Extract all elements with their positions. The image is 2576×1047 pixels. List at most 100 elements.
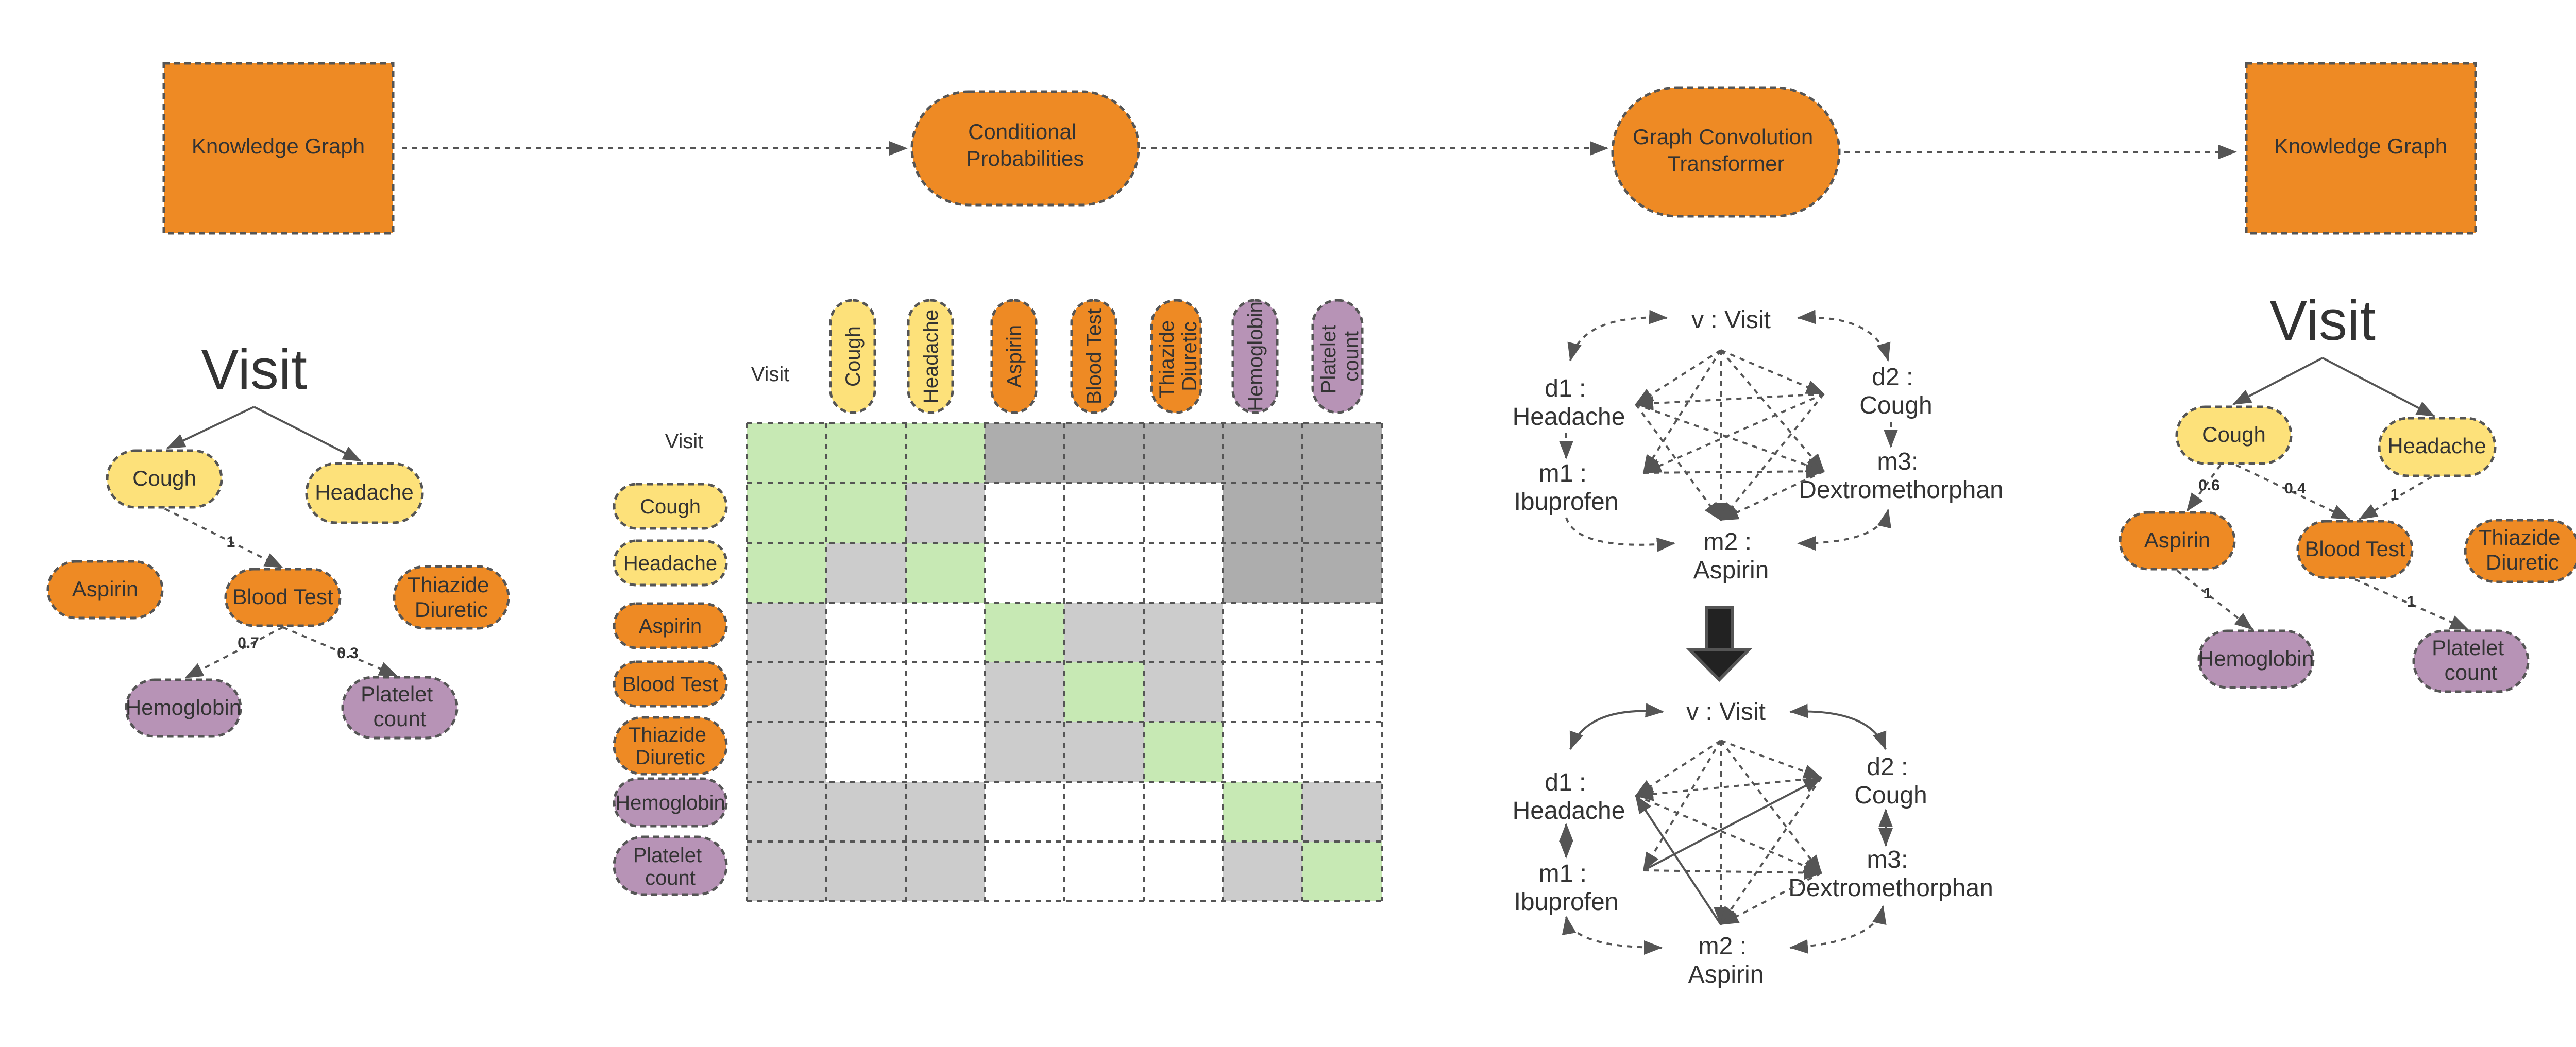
right-node-blood-test — [2296, 520, 2414, 579]
gct-bottom-node-cough: d2 : Cough — [1854, 753, 1927, 809]
matrix-cell-r5-c7 — [1302, 722, 1382, 782]
right-node-aspirin — [2119, 511, 2236, 571]
right-edge-aspirin-hemoglobin — [2176, 570, 2253, 630]
left-weight-bloodtest-hemoglobin: 0.7 — [238, 634, 259, 651]
matrix-cell-r5-c1 — [826, 722, 906, 782]
col-header-blood-test — [1070, 299, 1117, 414]
matrix-cell-r5-c2 — [906, 722, 985, 782]
right-edge-cough-bloodtest — [2235, 464, 2350, 520]
left-node-cough — [106, 449, 223, 509]
matrix-cell-r3-c2 — [906, 603, 985, 662]
matrix-cell-r3-c5 — [1144, 603, 1223, 662]
left-node-platelet-count — [341, 676, 459, 740]
matrix-cell-r3-c4 — [1064, 603, 1144, 662]
matrix-cell-r2-c1 — [826, 543, 906, 603]
left-edge-bloodtest-hemoglobin — [184, 626, 283, 679]
matrix-cell-r5-c3 — [985, 722, 1064, 782]
row-header-headache-label: Headache — [623, 552, 717, 575]
matrix-cell-r4-c3 — [985, 662, 1064, 722]
matrix-grid — [746, 422, 1383, 902]
stage-graph-convolution-transformer — [1611, 86, 1841, 218]
gct-graph-before: v : Visit d1 : Headache d2 : Cough m1 : … — [1513, 306, 2004, 584]
left-weight-cough-bloodtest: 1 — [227, 534, 235, 551]
matrix-cell-r6-c4 — [1064, 782, 1144, 842]
matrix-cell-r2-c7 — [1302, 543, 1382, 603]
row-header-aspirin-label: Aspirin — [639, 615, 702, 638]
matrix-cell-r7-c0 — [747, 842, 826, 901]
right-node-platelet-count-label: Platelet count — [2432, 636, 2510, 684]
row-header-platelet-count-label: Platelet count — [633, 844, 708, 889]
matrix-cell-r3-c0 — [747, 603, 826, 662]
col-header-thiazide-diuretic-label: Thiazide Diuretic — [1156, 315, 1201, 398]
matrix-cell-r7-c5 — [1144, 842, 1223, 901]
col-header-hemoglobin-label: Hemoglobin — [1244, 301, 1267, 411]
matrix-cell-r5-c5 — [1144, 722, 1223, 782]
left-node-aspirin-label: Aspirin — [72, 577, 138, 601]
matrix-cell-r7-c1 — [826, 842, 906, 901]
col-header-cough-label: Cough — [842, 326, 865, 387]
matrix-cell-r0-c2 — [906, 423, 985, 483]
transform-down-arrow — [1686, 606, 1753, 682]
matrix-cell-r3-c3 — [985, 603, 1064, 662]
matrix-cell-r4-c7 — [1302, 662, 1382, 722]
matrix-cell-r6-c0 — [747, 782, 826, 842]
matrix-cell-r0-c6 — [1223, 423, 1302, 483]
right-node-hemoglobin-label: Hemoglobin — [2198, 646, 2314, 671]
right-weight-aspirin-hemoglobin: 1 — [2204, 585, 2212, 602]
left-knowledge-graph: Visit Cough Headache Aspirin Blood Test … — [46, 338, 510, 740]
matrix-cell-r4-c6 — [1223, 662, 1302, 722]
matrix-cell-r4-c4 — [1064, 662, 1144, 722]
row-header-aspirin — [613, 602, 728, 649]
gct-bottom-node-headache: d1 : Headache — [1513, 769, 1625, 825]
right-weight-cough-bloodtest: 0.4 — [2284, 480, 2306, 497]
matrix-cell-r5-c6 — [1223, 722, 1302, 782]
matrix-cell-r1-c2 — [906, 483, 985, 543]
matrix-visit-column-label: Visit — [751, 363, 790, 386]
matrix-cell-r1-c0 — [747, 483, 826, 543]
matrix-cell-r3-c1 — [826, 603, 906, 662]
right-node-headache-label: Headache — [2387, 434, 2486, 458]
right-node-thiazide-diuretic-label: Thiazide Diuretic — [2479, 525, 2566, 574]
matrix-cell-r0-c7 — [1302, 423, 1382, 483]
col-header-aspirin — [990, 299, 1038, 414]
matrix-cell-r3-c7 — [1302, 603, 1382, 662]
gct-bottom-node-visit: v : Visit — [1686, 698, 1766, 726]
matrix-cell-r6-c6 — [1223, 782, 1302, 842]
left-node-headache — [305, 462, 424, 524]
matrix-visit-row-label: Visit — [665, 430, 704, 453]
right-node-aspirin-label: Aspirin — [2144, 528, 2210, 552]
gct-bottom-dense-edges — [1635, 740, 1822, 925]
right-edge-headache-bloodtest — [2359, 476, 2433, 520]
right-node-hemoglobin — [2197, 629, 2315, 689]
matrix-cell-r1-c1 — [826, 483, 906, 543]
matrix-cell-r7-c4 — [1064, 842, 1144, 901]
matrix-cell-r1-c4 — [1064, 483, 1144, 543]
matrix-column-headers: Cough Headache Aspirin Blood Test Thiazi… — [829, 299, 1364, 414]
stage-conditional-probabilities-label: Conditional Probabilities — [967, 119, 1084, 170]
matrix-cell-r1-c3 — [985, 483, 1064, 543]
col-header-hemoglobin — [1231, 299, 1279, 414]
matrix-cell-r5-c4 — [1064, 722, 1144, 782]
row-header-platelet-count — [613, 835, 728, 896]
right-weight-cough-aspirin: 0.6 — [2198, 477, 2220, 494]
row-header-thiazide-diuretic-label: Thiazide Diuretic — [629, 724, 712, 769]
matrix-cell-r2-c3 — [985, 543, 1064, 603]
matrix-cell-r6-c5 — [1144, 782, 1223, 842]
stage-graph-convolution-transformer-label: Graph Convolution Transformer — [1633, 125, 1819, 176]
gct-top-node-visit: v : Visit — [1691, 306, 1771, 334]
matrix-cell-r0-c4 — [1064, 423, 1144, 483]
matrix-cell-r2-c6 — [1223, 543, 1302, 603]
col-header-blood-test-label: Blood Test — [1083, 308, 1106, 404]
matrix-cell-r7-c7 — [1302, 842, 1382, 901]
matrix-cell-r2-c0 — [747, 543, 826, 603]
gct-top-node-headache: d1 : Headache — [1513, 375, 1625, 431]
row-header-hemoglobin — [613, 777, 728, 828]
col-header-headache — [907, 299, 954, 414]
left-node-blood-test — [224, 568, 342, 627]
matrix-cell-r3-c6 — [1223, 603, 1302, 662]
matrix-cell-r6-c2 — [906, 782, 985, 842]
gct-bottom-strong-edges — [1635, 777, 1822, 925]
matrix-cell-r2-c5 — [1144, 543, 1223, 603]
col-header-headache-label: Headache — [920, 310, 942, 403]
